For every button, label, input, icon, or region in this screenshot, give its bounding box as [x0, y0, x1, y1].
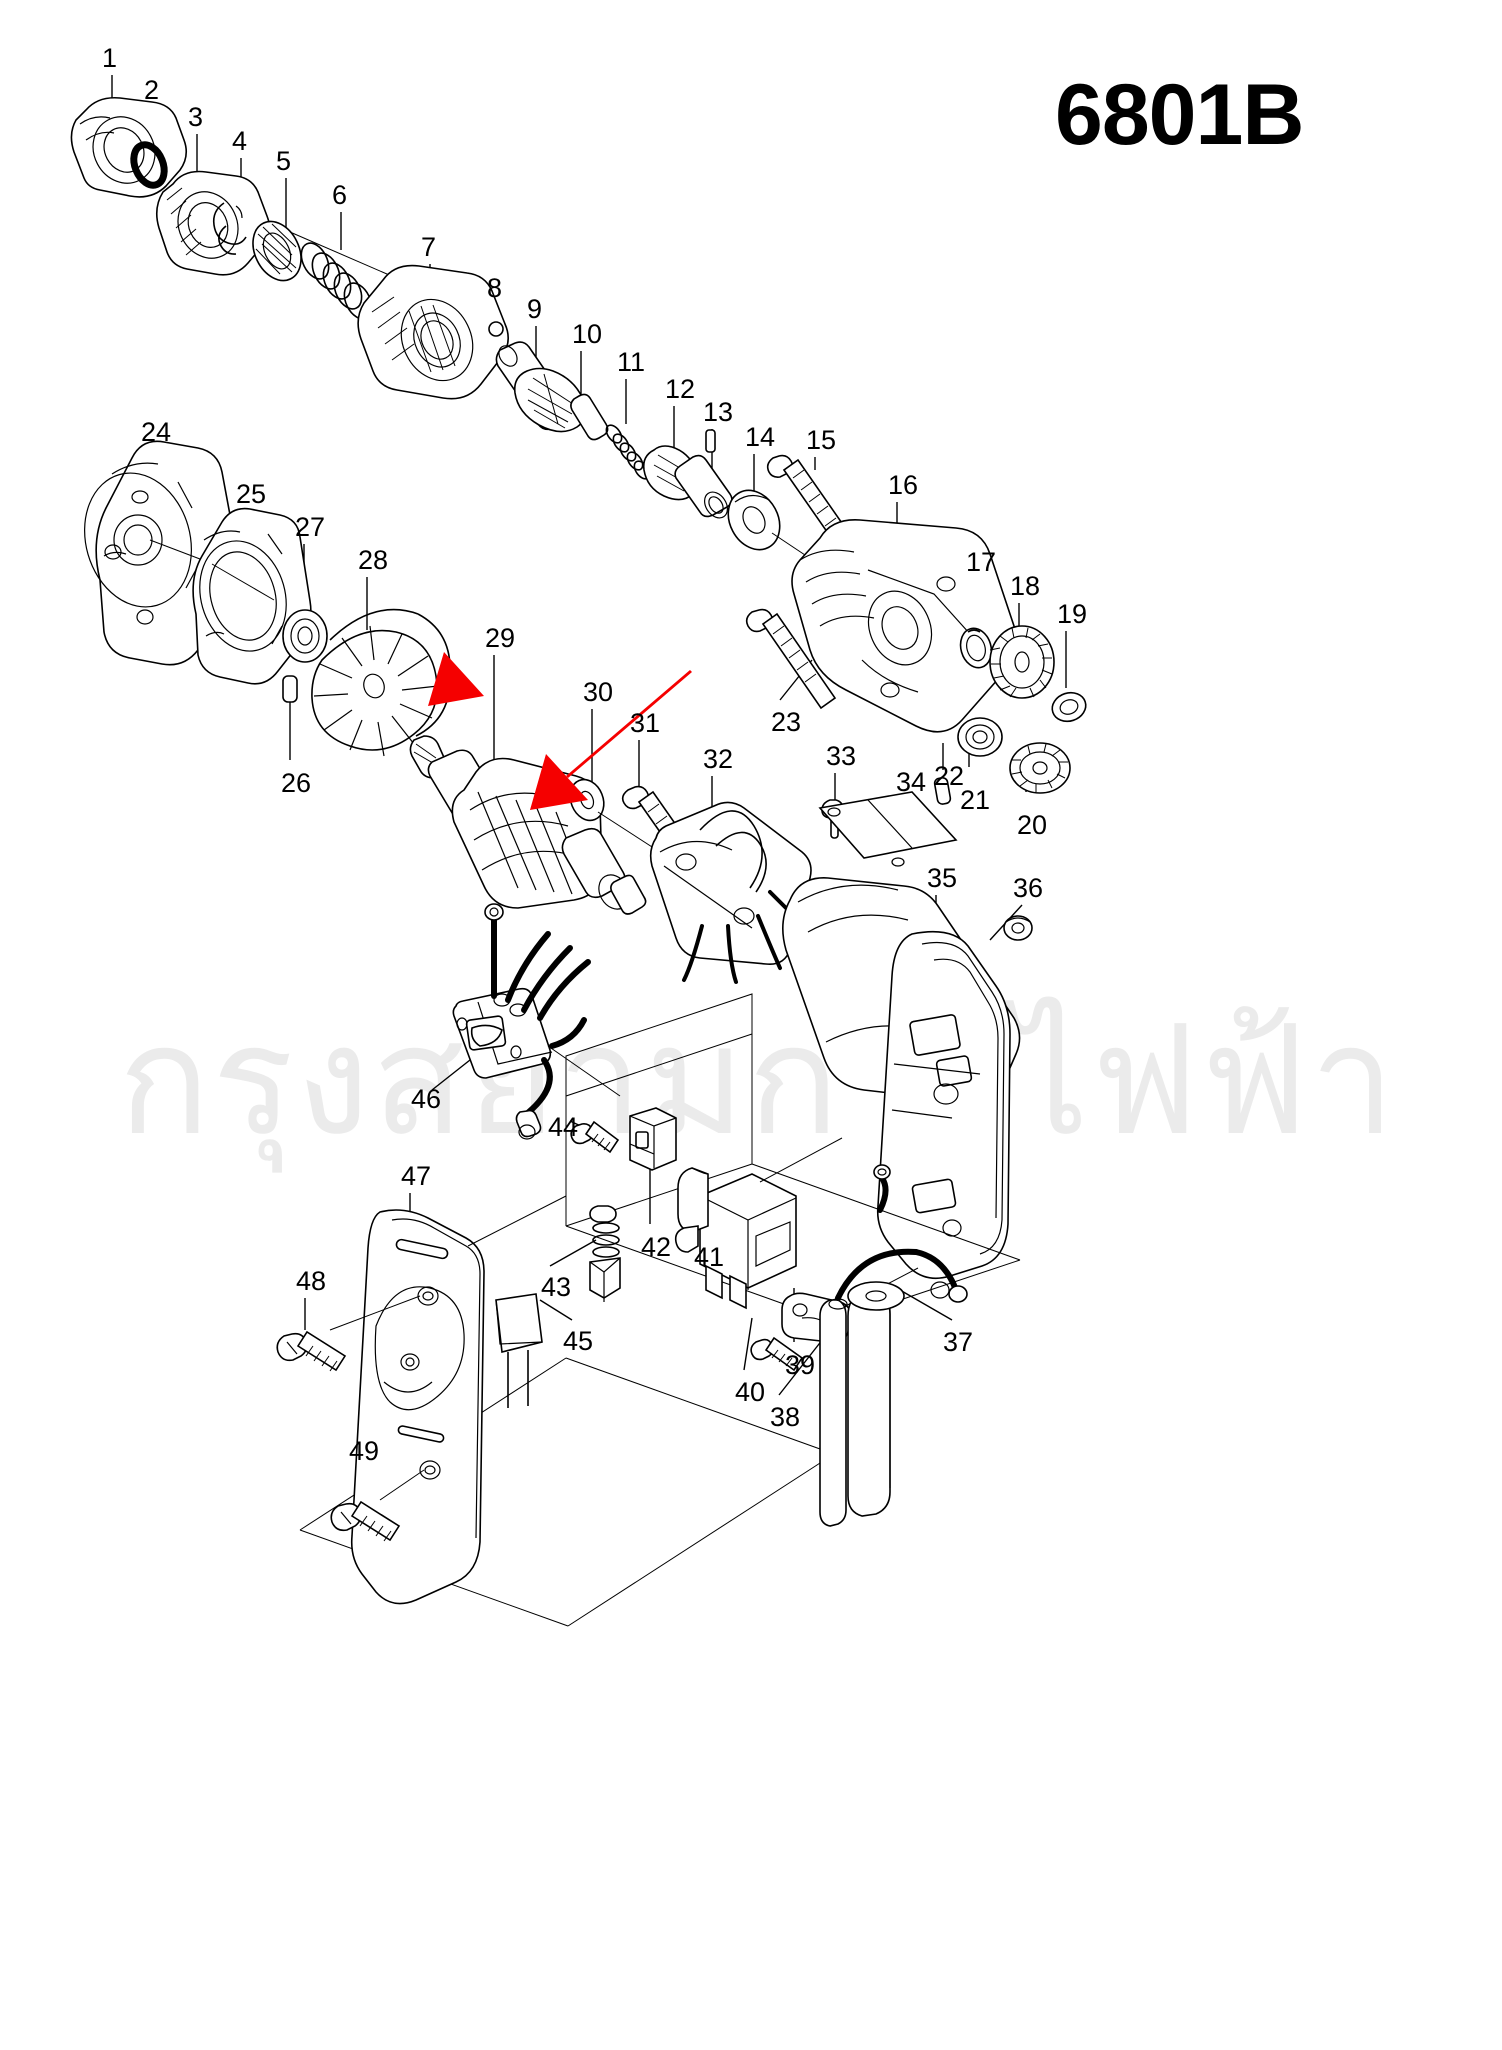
part-43-carbon-brush	[589, 1205, 621, 1302]
part-49-screw	[330, 1500, 401, 1542]
callout-22: 22	[934, 761, 965, 791]
callout-28: 28	[358, 545, 389, 575]
callout-20: 20	[1017, 810, 1048, 840]
callout-13: 13	[703, 397, 734, 427]
part-26-pin	[282, 675, 298, 703]
callout-8: 8	[487, 273, 503, 303]
callout-34: 34	[896, 767, 927, 797]
part-48-screw	[276, 1330, 347, 1372]
annotation-arrow-part-28-icon	[428, 578, 576, 706]
callout-45: 45	[563, 1326, 594, 1356]
callout-32: 32	[703, 744, 734, 774]
callout-35: 35	[927, 863, 958, 893]
part-35-motor-housing	[782, 877, 1021, 1299]
callout-30: 30	[583, 677, 614, 707]
part-22-pin	[933, 776, 952, 805]
callout-29: 29	[485, 623, 516, 653]
callout-16: 16	[888, 470, 919, 500]
callout-14: 14	[745, 422, 776, 452]
part-19-washer	[1051, 691, 1087, 723]
callout-1: 1	[102, 43, 118, 73]
callout-23: 23	[771, 707, 802, 737]
callout-11: 11	[617, 347, 646, 377]
part-18-gear	[989, 625, 1055, 699]
part-20-gear	[1009, 742, 1071, 794]
callout-24: 24	[141, 417, 172, 447]
callout-5: 5	[276, 146, 292, 176]
part-28-fan	[311, 608, 451, 757]
part-6-spring	[300, 242, 373, 320]
part-45-capacitor	[495, 1293, 543, 1408]
callout-4: 4	[232, 126, 248, 156]
part-37-cord-guard	[847, 1281, 905, 1517]
annotation-arrow-part-29-icon	[530, 670, 692, 810]
part-27-bearing	[282, 609, 328, 663]
part-29-armature	[409, 735, 647, 915]
callout-26: 26	[281, 768, 312, 798]
callout-18: 18	[1010, 571, 1041, 601]
callout-41: 41	[694, 1242, 725, 1272]
part-40-screw	[750, 1336, 804, 1372]
part-12-gear-shaft	[642, 445, 733, 519]
callout-42: 42	[641, 1232, 672, 1262]
part-36-nut	[1003, 915, 1033, 941]
callout-12: 12	[665, 374, 696, 404]
part-47-handle-cover	[329, 1195, 567, 1605]
part-10-pin	[570, 393, 609, 441]
part-21-bearing	[957, 717, 1003, 757]
callout-43: 43	[541, 1272, 572, 1302]
part-13-pin	[705, 429, 716, 453]
callout-44: 44	[548, 1112, 579, 1142]
callout-38: 38	[770, 1402, 801, 1432]
callout-10: 10	[572, 319, 603, 349]
callout-19: 19	[1057, 599, 1088, 629]
callout-33: 33	[826, 741, 857, 771]
callout-9: 9	[527, 294, 543, 324]
part-44-screw	[570, 1120, 620, 1154]
callout-2: 2	[144, 75, 160, 105]
part-7-chuck-body	[357, 264, 509, 400]
callout-31: 31	[630, 708, 661, 738]
part-9-spindle	[495, 341, 587, 433]
part-group-chuck-assembly	[70, 96, 878, 710]
callout-48: 48	[296, 1266, 327, 1296]
callout-47: 47	[401, 1161, 432, 1191]
part-46-switch-assembly	[452, 903, 621, 1140]
part-1-sleeve	[70, 96, 188, 198]
callout-49: 49	[349, 1436, 380, 1466]
part-17-snap-ring	[959, 627, 993, 669]
callout-46: 46	[411, 1084, 442, 1114]
part-8-ball	[488, 321, 504, 337]
part-23-long-screw	[745, 608, 837, 710]
callout-37: 37	[943, 1327, 974, 1357]
part-38-power-cord	[819, 1164, 968, 1527]
callout-27: 27	[295, 512, 326, 542]
part-34-name-plate	[818, 791, 958, 867]
callout-25: 25	[236, 479, 267, 509]
callout-15: 15	[806, 425, 837, 455]
callout-17: 17	[966, 547, 997, 577]
callout-7: 7	[421, 232, 437, 262]
callout-40: 40	[735, 1377, 766, 1407]
callout-36: 36	[1013, 873, 1044, 903]
part-25-housing-plate	[192, 507, 312, 685]
watermark-text: กรุงสยามการไฟฟ้า	[118, 992, 1398, 1169]
part-4-retaining-ring	[212, 202, 247, 255]
callout-39: 39	[785, 1350, 816, 1380]
model-title: 6801B	[1055, 67, 1304, 163]
part-42-brush-holder	[629, 1107, 677, 1171]
callout-6: 6	[332, 180, 348, 210]
part-41-trigger-switch	[674, 1137, 843, 1310]
part-16-gear-housing	[791, 519, 1018, 733]
callout-3: 3	[188, 102, 204, 132]
callout-21: 21	[960, 785, 991, 815]
part-2-o-ring	[130, 141, 168, 189]
part-5-washer	[252, 220, 471, 311]
